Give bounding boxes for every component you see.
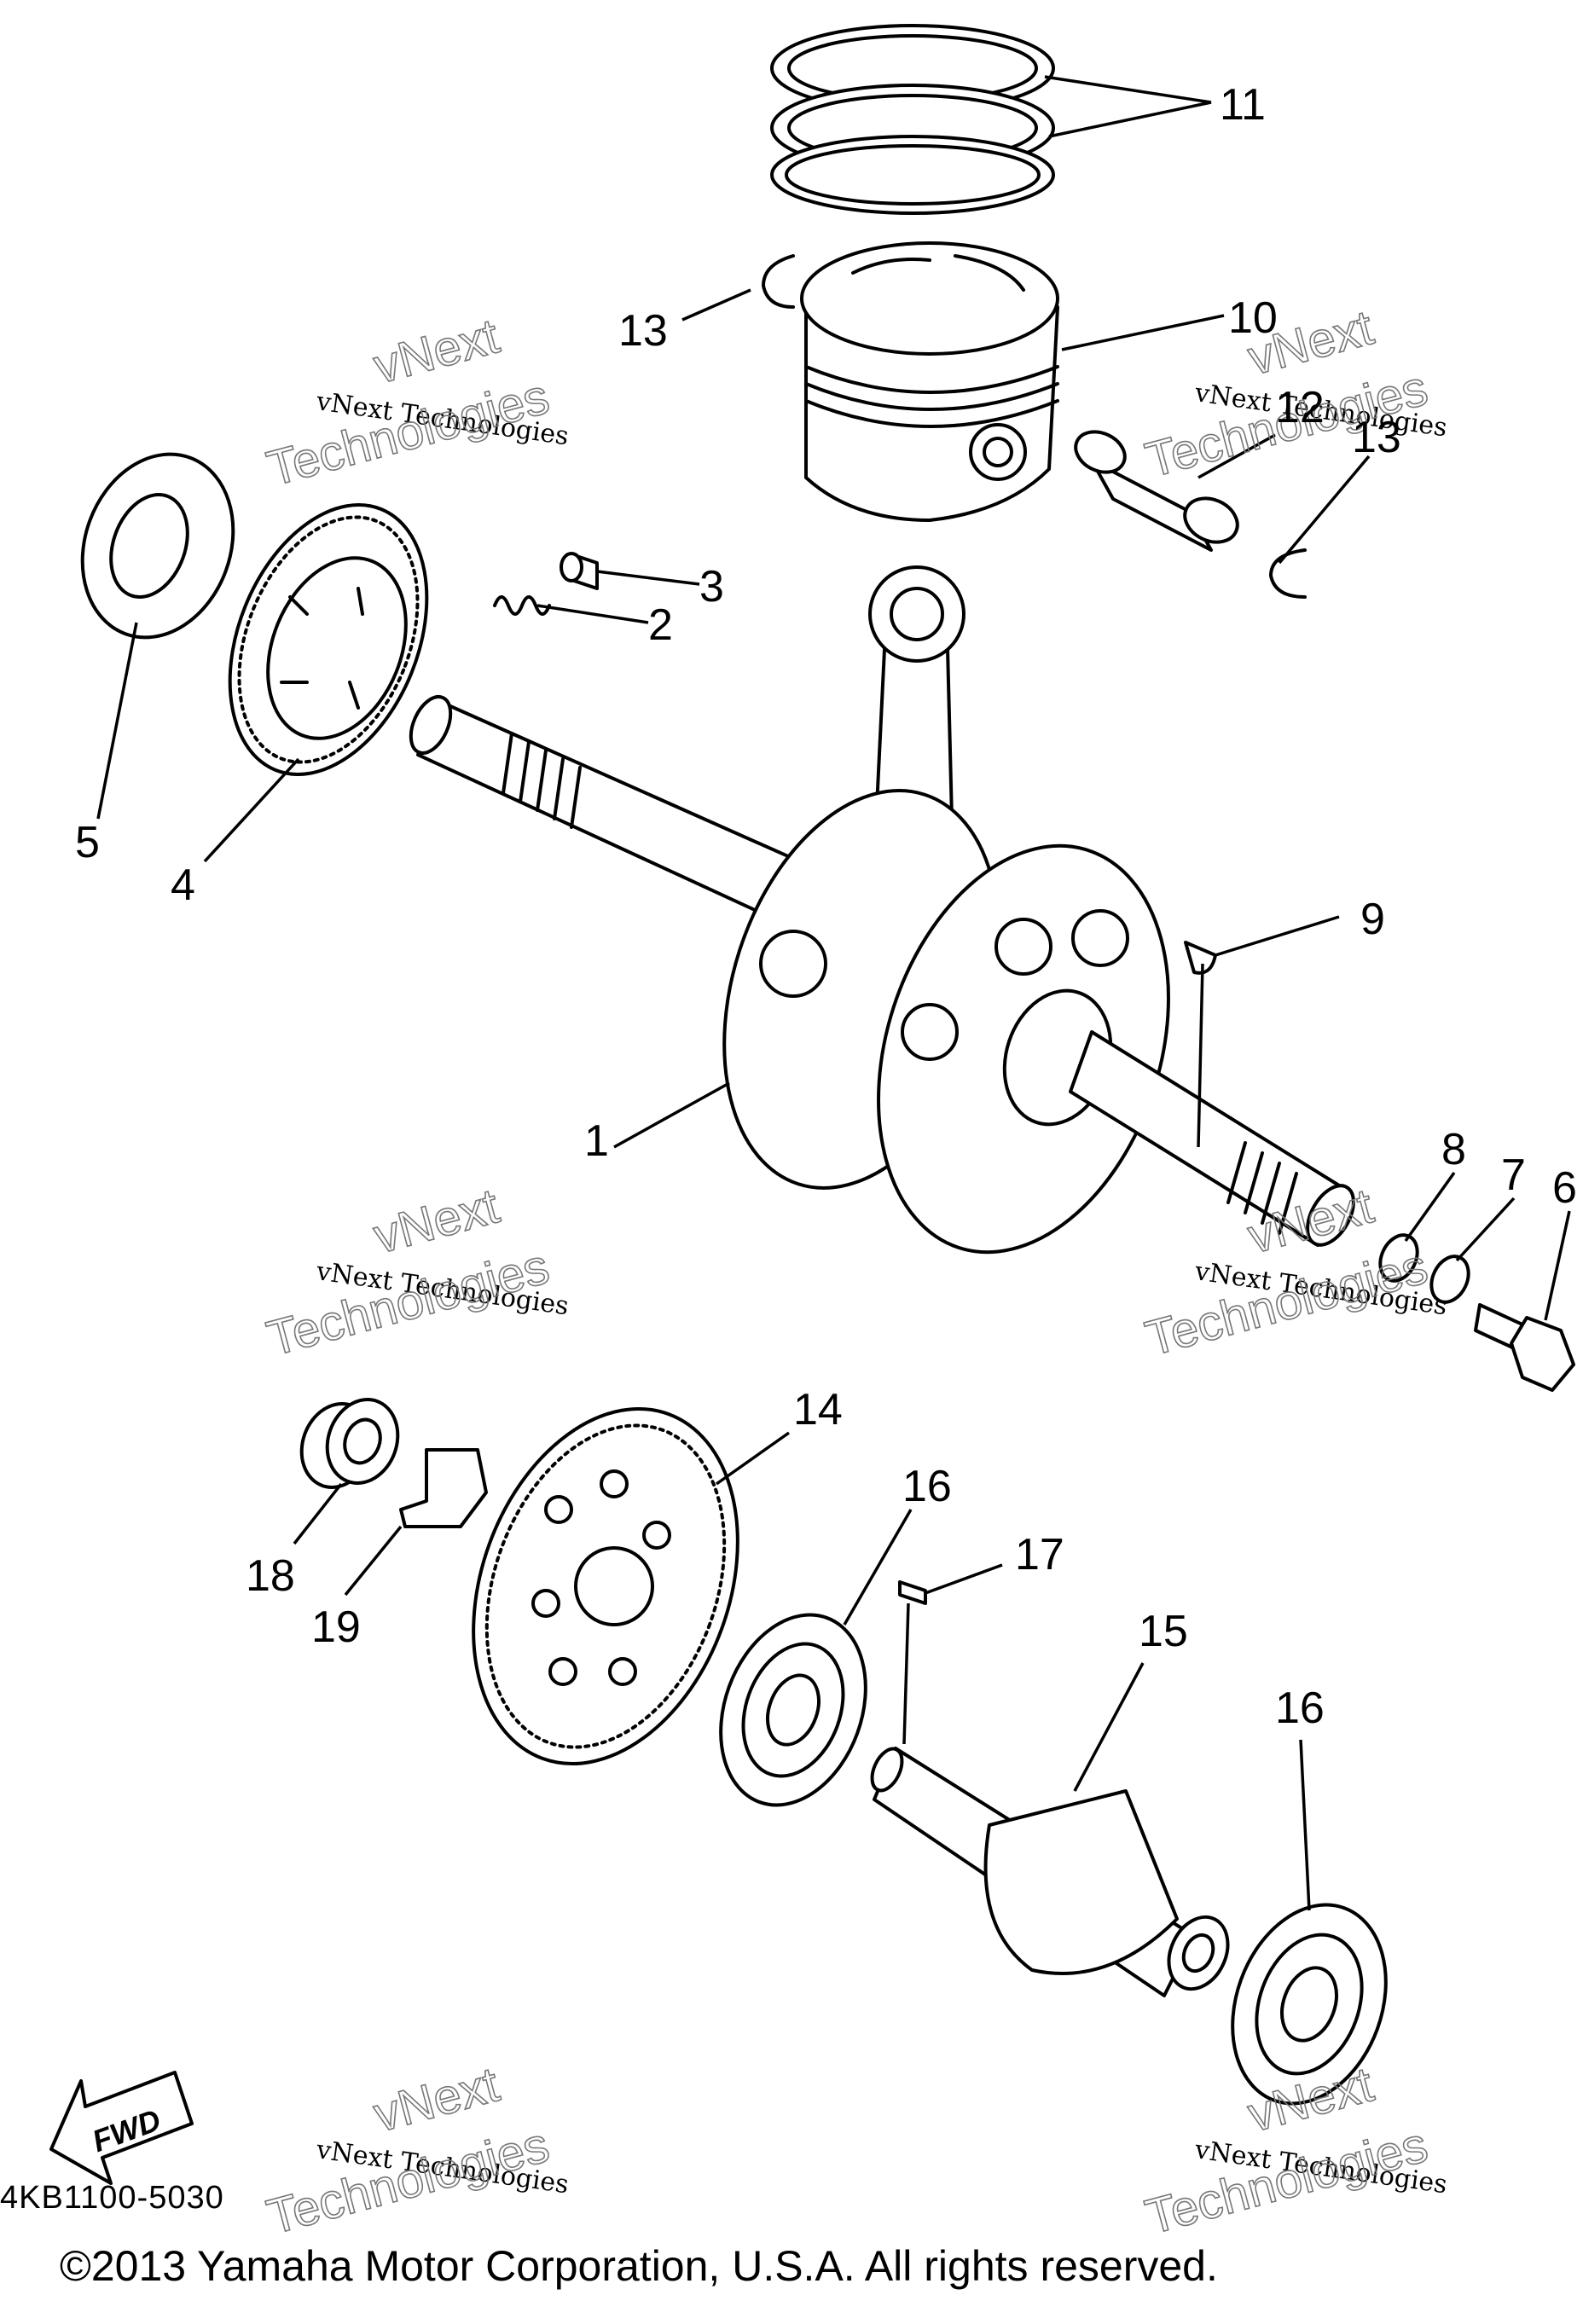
leader-lines xyxy=(96,75,1571,1911)
callout-7: 7 xyxy=(1501,1150,1526,1200)
piston-drawing xyxy=(800,241,1059,522)
woodruff-key-drawing xyxy=(1184,941,1217,975)
callout-9: 9 xyxy=(1360,895,1385,944)
callout-16b: 16 xyxy=(1275,1684,1325,1733)
balancer-shaft-drawing xyxy=(870,1747,1230,1997)
callout-17: 17 xyxy=(1015,1530,1064,1579)
svg-text:Technologies: Technologies xyxy=(262,1238,555,1366)
watermark-mid-left: vNext Technologies vNext Technologies xyxy=(261,1178,571,1368)
circlip-right-drawing xyxy=(1269,548,1307,599)
callout-1: 1 xyxy=(584,1116,609,1166)
bolt-drawing xyxy=(1474,1303,1575,1392)
watermark-mid-right: vNext Technologies vNext Technologies xyxy=(1139,1178,1449,1368)
piston-rings-drawing xyxy=(770,24,1055,215)
svg-text:Technologies: Technologies xyxy=(262,368,555,496)
nut-drawing xyxy=(299,1398,400,1489)
callout-13a: 13 xyxy=(618,306,668,356)
callout-6: 6 xyxy=(1552,1163,1577,1213)
bearing-left-drawing xyxy=(719,1613,867,1807)
balancer-key-drawing xyxy=(898,1580,927,1605)
svg-text:Technologies: Technologies xyxy=(1140,2117,1434,2245)
shim-washer-drawing xyxy=(80,452,235,640)
svg-text:Technologies: Technologies xyxy=(1140,1238,1434,1366)
balancer-gear-drawing xyxy=(472,1406,739,1766)
callout-2: 2 xyxy=(648,600,673,650)
bearing-right-drawing xyxy=(1231,1903,1388,2106)
callout-19: 19 xyxy=(311,1602,361,1652)
diagram-code: 4KB1100-5030 xyxy=(0,2180,224,2216)
callout-11: 11 xyxy=(1220,80,1266,130)
callout-15: 15 xyxy=(1139,1607,1188,1656)
callout-12: 12 xyxy=(1275,383,1325,432)
piston-pin-drawing xyxy=(1074,430,1239,552)
watermark-top-left: vNext Technologies vNext Technologies xyxy=(261,308,571,498)
crankshaft-drawing xyxy=(409,565,1355,1255)
callout-3: 3 xyxy=(699,562,724,611)
callout-10: 10 xyxy=(1228,293,1278,343)
fwd-arrow-icon: FWD xyxy=(49,2071,194,2185)
circlip-left-drawing xyxy=(762,254,795,309)
callout-13b: 13 xyxy=(1352,413,1401,462)
callout-4: 4 xyxy=(171,861,195,910)
callout-18: 18 xyxy=(246,1551,295,1601)
svg-text:vNext: vNext xyxy=(368,2056,505,2142)
callout-labels: 11 10 12 13 13 3 2 5 4 1 9 8 7 6 14 16 1… xyxy=(75,80,1577,1733)
watermark-bottom-right: vNext Technologies vNext Technologies xyxy=(1139,2056,1449,2246)
svg-text:vNext: vNext xyxy=(368,308,505,394)
copyright-notice: ©2013 Yamaha Motor Corporation, U.S.A. A… xyxy=(60,2242,1218,2290)
gear-plate-drawing xyxy=(228,503,429,776)
plug-drawing xyxy=(560,552,599,590)
callout-16a: 16 xyxy=(902,1462,952,1511)
svg-text:Technologies: Technologies xyxy=(262,2117,555,2245)
watermark-bottom-left: vNext Technologies vNext Technologies xyxy=(261,2056,571,2246)
callout-8: 8 xyxy=(1441,1125,1466,1174)
svg-text:vNext: vNext xyxy=(368,1178,505,1264)
spring-drawing xyxy=(493,595,551,616)
callout-14: 14 xyxy=(793,1385,843,1434)
callout-5: 5 xyxy=(75,818,100,867)
lock-washer-drawing xyxy=(399,1448,488,1528)
